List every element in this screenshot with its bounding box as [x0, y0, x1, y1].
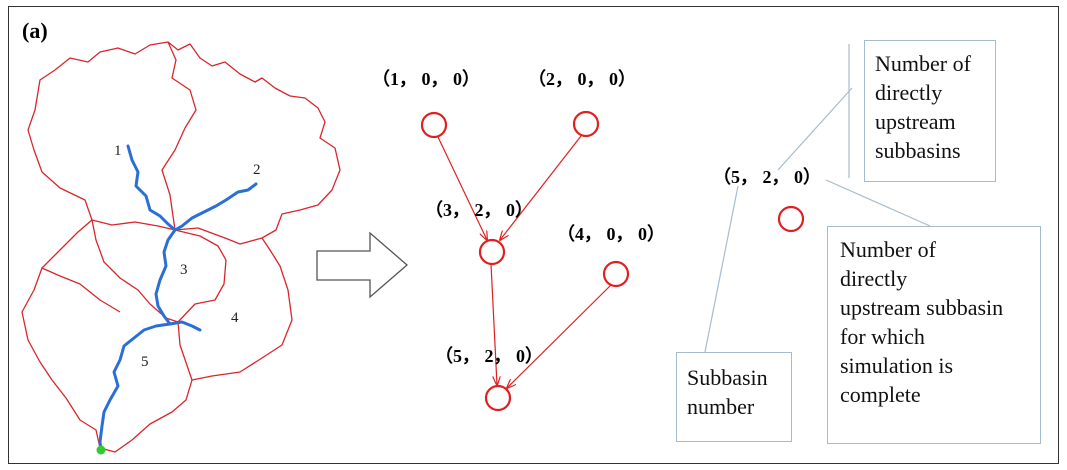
subbasin-label-4: 4: [231, 310, 239, 326]
river-reach-5: [98, 322, 172, 452]
complete-count-callout: Number of directly upstream subbasin for…: [827, 226, 1041, 444]
edge-2-to-3: [500, 135, 582, 240]
outlet-point: [96, 445, 106, 455]
tuple-legend: （5， 2， 0）: [704, 44, 931, 353]
callout-line: Subbasin: [687, 365, 768, 390]
watershed-map: [21, 41, 341, 453]
subbasin-label-3: 3: [180, 262, 188, 278]
edge-4-to-5: [507, 284, 612, 388]
callout-line: directly: [875, 80, 943, 105]
upstream-graph: （1， 0， 0） （2， 0， 0） （3， 2， 0） （4， 0， 0） …: [372, 69, 665, 412]
node-4-label: （4， 0， 0）: [557, 224, 665, 244]
watershed-boundary: [21, 41, 341, 453]
callout-line: upstream subbasin: [840, 295, 1004, 320]
river-network: [98, 144, 258, 452]
subbasin-divide-3-4: [177, 259, 227, 381]
node-1: [420, 111, 448, 139]
node-5-label: （5， 2， 0）: [435, 346, 543, 366]
river-reach-2: [173, 182, 258, 232]
edge-1-to-3: [437, 136, 487, 240]
callout-line: Number of: [875, 51, 971, 76]
panel-label: (a): [22, 18, 48, 43]
legend-tuple-label: （5， 2， 0）: [713, 167, 821, 187]
callout-line: upstream: [875, 109, 956, 134]
river-reach-3: [154, 228, 177, 326]
river-reach-4: [168, 320, 202, 332]
subbasin-number-callout: Subbasin number: [676, 352, 792, 442]
node-3-label: （3， 2， 0）: [425, 200, 533, 220]
river-reach-1: [126, 144, 177, 232]
callout-line: simulation is: [840, 353, 954, 378]
leader-upstream: [777, 87, 853, 171]
callout-line: Number of: [840, 237, 936, 262]
upstream-count-callout: Number of directly upstream subbasins: [864, 40, 996, 182]
node-1-label: （1， 0， 0）: [372, 69, 480, 89]
node-2-label: （2， 0， 0）: [528, 69, 636, 89]
subbasin-label-2: 2: [253, 162, 261, 178]
node-5: [484, 384, 512, 412]
node-4: [602, 260, 630, 288]
edge-3-to-5: [490, 263, 497, 385]
subbasin-divide-5-west: [41, 267, 121, 313]
subbasin-divide-1-2: [161, 41, 197, 231]
subbasin-divide-1-3: [91, 219, 227, 261]
callout-line: subbasins: [875, 138, 961, 163]
node-3: [478, 238, 506, 266]
legend-node: [777, 205, 805, 233]
callout-line: complete: [840, 382, 921, 407]
subbasin-divide-2-4: [174, 227, 263, 245]
subbasin-label-5: 5: [141, 354, 149, 370]
callout-line: directly: [840, 266, 908, 291]
leader-subbasin: [704, 185, 739, 353]
transform-arrow-icon: [316, 231, 408, 299]
callout-line: number: [687, 394, 755, 419]
leader-complete: [825, 179, 931, 227]
subbasin-label-1: 1: [114, 143, 122, 159]
node-2: [572, 110, 600, 138]
callout-line: for which: [840, 324, 925, 349]
